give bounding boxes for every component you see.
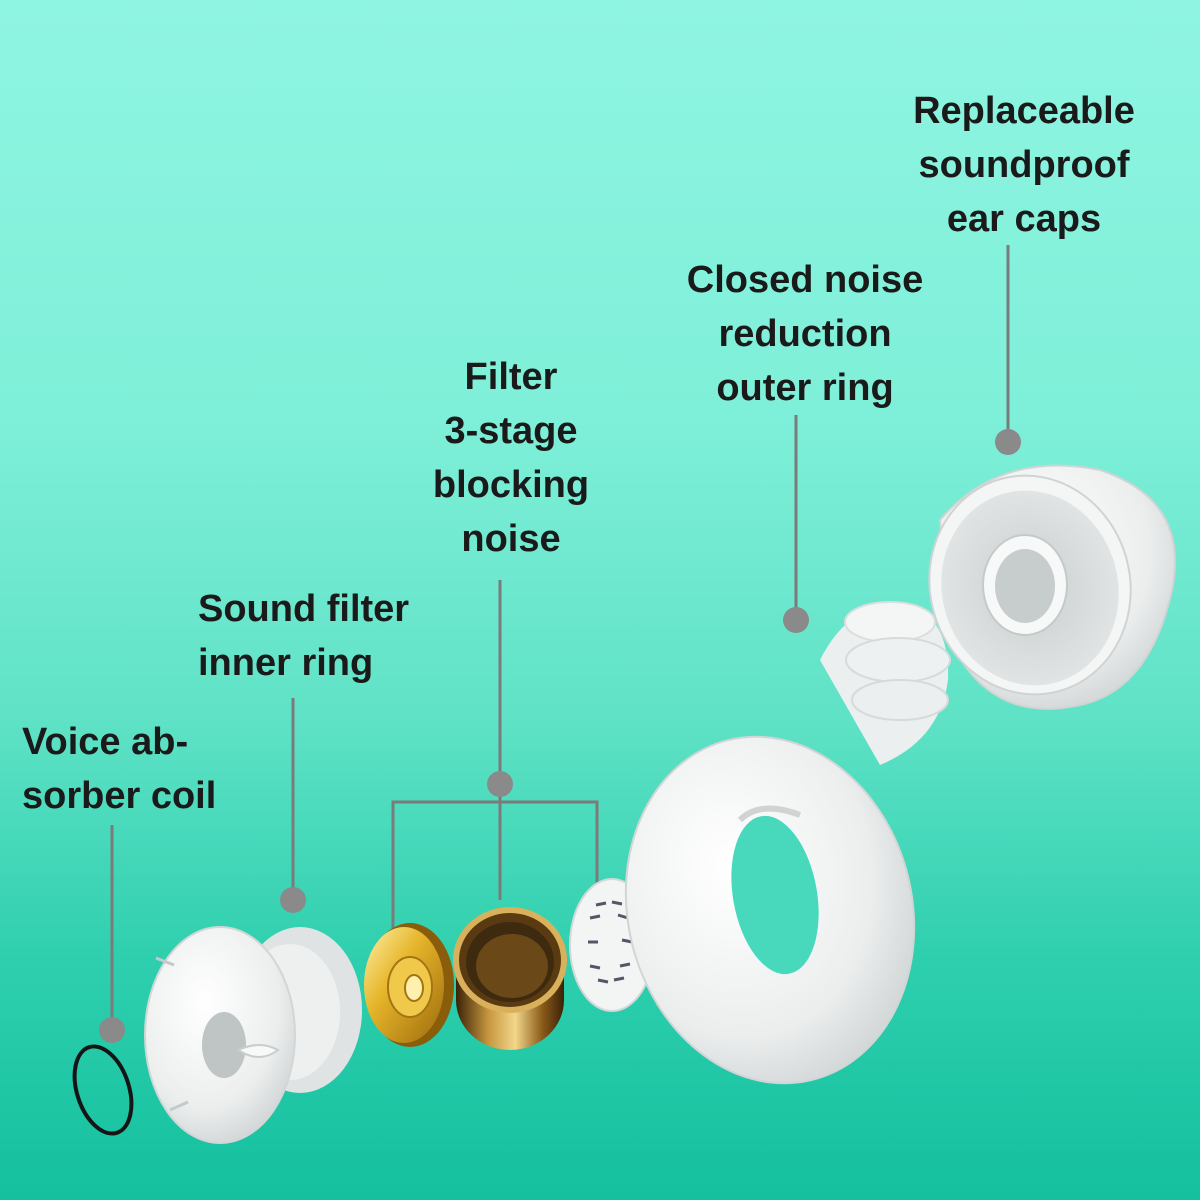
label-coil-line-1: Voice ab-	[22, 721, 189, 763]
leader-dot-outer	[783, 607, 809, 633]
leader-dots	[99, 429, 1021, 1043]
label-filter-line-3: blocking	[432, 464, 590, 506]
label-ear-caps-line-1: Replaceable	[913, 90, 1135, 132]
voice-absorber-coil	[72, 1044, 134, 1136]
leader-lines	[110, 245, 1010, 1030]
label-ear-caps: Replaceable soundproof ear caps	[890, 84, 1158, 246]
closed-noise-reduction-outer-ring	[624, 601, 951, 1085]
label-coil: Voice ab- sorber coil	[22, 715, 262, 823]
label-inner-ring: Sound filter inner ring	[198, 582, 458, 690]
label-ear-caps-line-3: ear caps	[946, 198, 1102, 240]
label-filter: Filter 3-stage blocking noise	[400, 350, 622, 566]
label-inner-ring-line-2: inner ring	[198, 642, 374, 684]
label-coil-line-2: sorber coil	[22, 775, 217, 817]
leader-dot-caps	[995, 429, 1021, 455]
label-outer-ring-line-1: Closed noise	[686, 259, 924, 301]
label-outer-ring: Closed noise reduction outer ring	[660, 253, 950, 415]
label-inner-ring-line-1: Sound filter	[198, 588, 410, 630]
label-filter-line-1: Filter	[464, 356, 558, 398]
replaceable-ear-cap	[928, 464, 1176, 710]
leader-dot-filter	[487, 771, 513, 797]
label-outer-ring-line-2: reduction	[718, 313, 892, 355]
leader-dot-coil	[99, 1017, 125, 1043]
label-outer-ring-line-3: outer ring	[716, 367, 894, 409]
label-filter-line-2: 3-stage	[444, 410, 578, 452]
gold-filter-disc	[364, 923, 454, 1047]
label-filter-line-4: noise	[461, 518, 561, 560]
sound-filter-inner-ring	[144, 926, 362, 1144]
label-ear-caps-line-2: soundproof	[918, 144, 1130, 186]
leader-bracket-filter	[391, 800, 599, 930]
bronze-filter-band	[453, 907, 567, 1050]
leader-dot-inner	[280, 887, 306, 913]
